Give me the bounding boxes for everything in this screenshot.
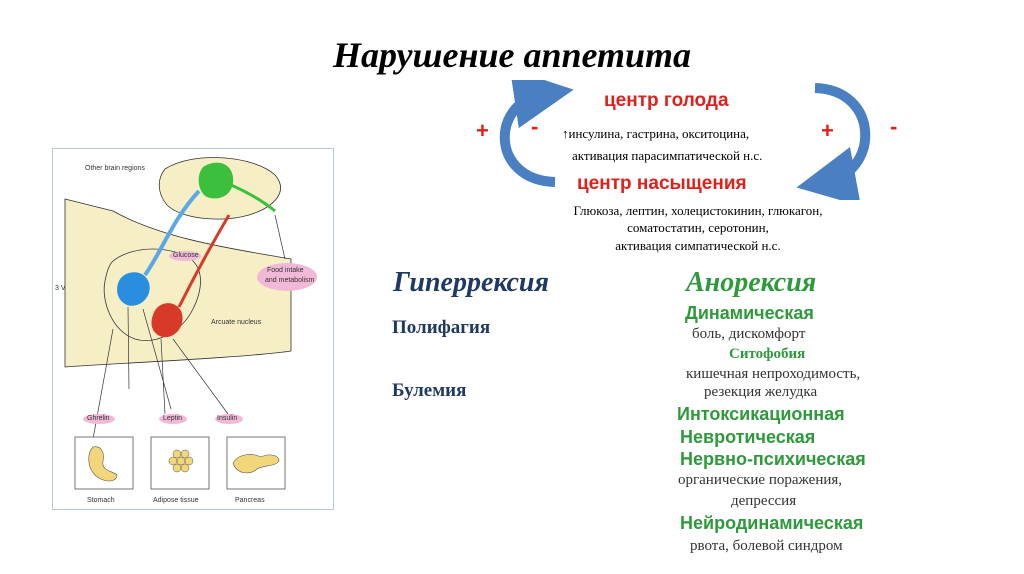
anorexia-sitophobia-note-2: резекция желудка [704, 384, 818, 400]
fig-label-ghrelin: Ghrelin [87, 415, 110, 422]
red-neuron [151, 303, 183, 338]
page-title: Нарушение аппетита [332, 35, 692, 75]
hunger-factors-line-2: активация парасимпатической н.с. [572, 148, 763, 163]
leptin-pill [159, 414, 187, 424]
anorexia-neuropsychic-note-1: органические поражения, [678, 472, 843, 488]
fig-label-arcuate: Arcuate nucleus [211, 319, 262, 326]
hyperorexia-item: Булемия [392, 380, 467, 401]
anorexia-neuropsychic-note-2: депрессия [731, 493, 797, 509]
glucose-pill [169, 251, 201, 261]
anorexia-neurodynamic: Нейродинамическая [680, 513, 864, 533]
satiety-center-label: центр насыщения [577, 173, 747, 194]
anorexia-neurotic: Невротическая [680, 427, 816, 447]
appetite-regulation-figure: Other brain regions Glucose Food intake … [52, 148, 334, 510]
figure-drawing [64, 157, 317, 490]
anorexia-intoxication: Интоксикационная [677, 404, 845, 424]
cycle-arrows [499, 80, 871, 200]
anorexia-dynamic-note: боль, дискомфорт [692, 326, 806, 342]
anorexia-neurodynamic-note: рвота, болевой синдром [690, 538, 843, 554]
fig-label-leptin: Leptin [163, 415, 183, 422]
food-intake-pill [257, 263, 317, 291]
right-cycle-arrow [796, 83, 871, 200]
anorexia-neuropsychic: Нервно-психическая [680, 449, 866, 469]
adipose-box [150, 436, 210, 490]
hunger-center-label: центр голода [604, 90, 729, 111]
green-neuron [198, 162, 234, 199]
hyperorexia-heading: Гиперрексия [393, 267, 549, 298]
adipose-cells [168, 449, 194, 473]
fig-label-food-intake-2: and metabolism [265, 277, 315, 284]
stomach-shape [88, 446, 118, 482]
satiety-factors-line-1: Глюкоза, лептин, холецистокинин, глюкаго… [573, 203, 823, 218]
blue-neuron [117, 272, 150, 306]
fig-label-insulin: Insulin [217, 415, 238, 422]
ghrelin-pill [83, 414, 115, 424]
fig-label-adipose: Adipose tissue [153, 497, 199, 504]
left-cycle-arrow [499, 80, 574, 187]
anorexia-sitophobia-note-1: кишечная непроходимость, [686, 366, 861, 382]
anorexia-heading: Анорексия [686, 267, 817, 298]
anorexia-dynamic: Динамическая [685, 303, 814, 323]
plus-right: + [821, 118, 834, 143]
fig-label-pancreas: Pancreas [235, 497, 265, 504]
fig-label-stomach: Stomach [87, 497, 115, 504]
minus-left: - [531, 114, 539, 139]
plus-left: + [476, 118, 489, 143]
green-axon [230, 183, 276, 213]
stomach-box [74, 436, 134, 490]
pancreas-shape [232, 454, 280, 474]
insulin-pill [215, 414, 243, 424]
red-axon [177, 214, 231, 308]
satiety-factors-line-2: соматостатин, серотонин, [627, 220, 769, 235]
anorexia-sitophobia: Ситофобия [729, 346, 806, 362]
hunger-factors-line-1: ↑инсулина, гастрина, окситоцина, [562, 126, 750, 141]
fig-label-food-intake-1: Food intake [267, 267, 304, 274]
satiety-factors-line-3: активация симпатической н.с. [615, 238, 781, 253]
fig-label-glucose: Glucose [173, 252, 199, 259]
blue-axon [143, 189, 201, 277]
minus-right: - [890, 114, 898, 139]
fig-label-other-brain: Other brain regions [85, 165, 145, 172]
hyperorexia-item: Полифагия [392, 317, 491, 338]
fig-label-ventricle: 3 V [55, 285, 66, 292]
